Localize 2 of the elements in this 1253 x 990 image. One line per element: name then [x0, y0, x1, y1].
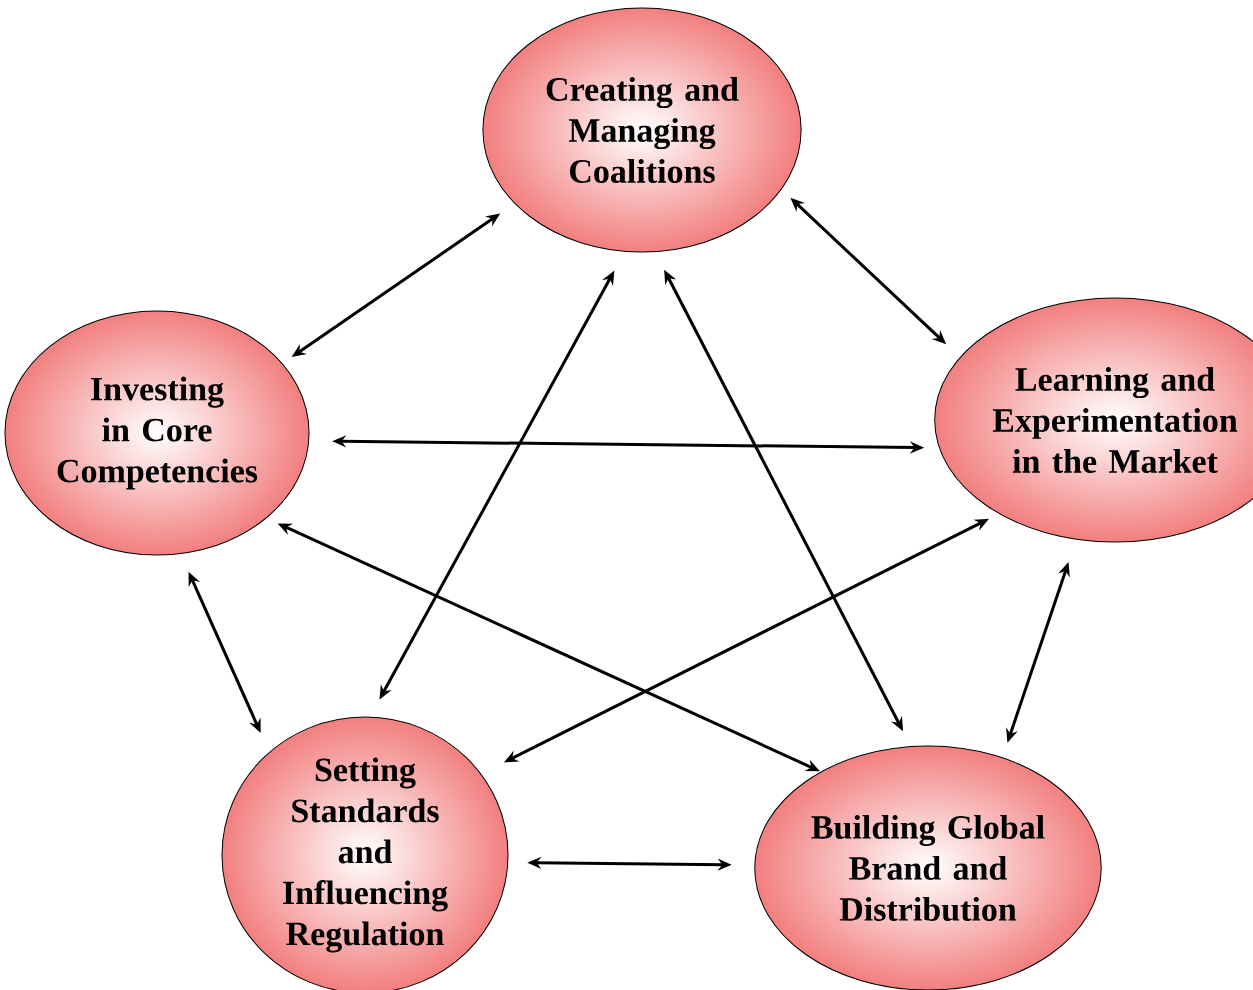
- ellipse-node: Investing in Core Competencies: [4, 310, 310, 556]
- ellipse-node: Creating and Managing Coalitions: [482, 7, 802, 253]
